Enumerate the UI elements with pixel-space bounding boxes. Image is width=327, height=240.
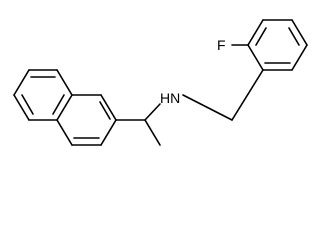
structure-drawing: F HN bbox=[13, 19, 308, 146]
naphthalene-ring-left bbox=[13, 69, 73, 121]
fluorine-label: F bbox=[217, 37, 226, 53]
fluorobenzene-ring bbox=[231, 19, 308, 71]
amine-label: HN bbox=[160, 90, 180, 106]
naphthalene-ring-right bbox=[56, 94, 117, 146]
ethylamine-chain bbox=[115, 69, 264, 146]
molecule-diagram: F HN bbox=[13, 19, 308, 146]
